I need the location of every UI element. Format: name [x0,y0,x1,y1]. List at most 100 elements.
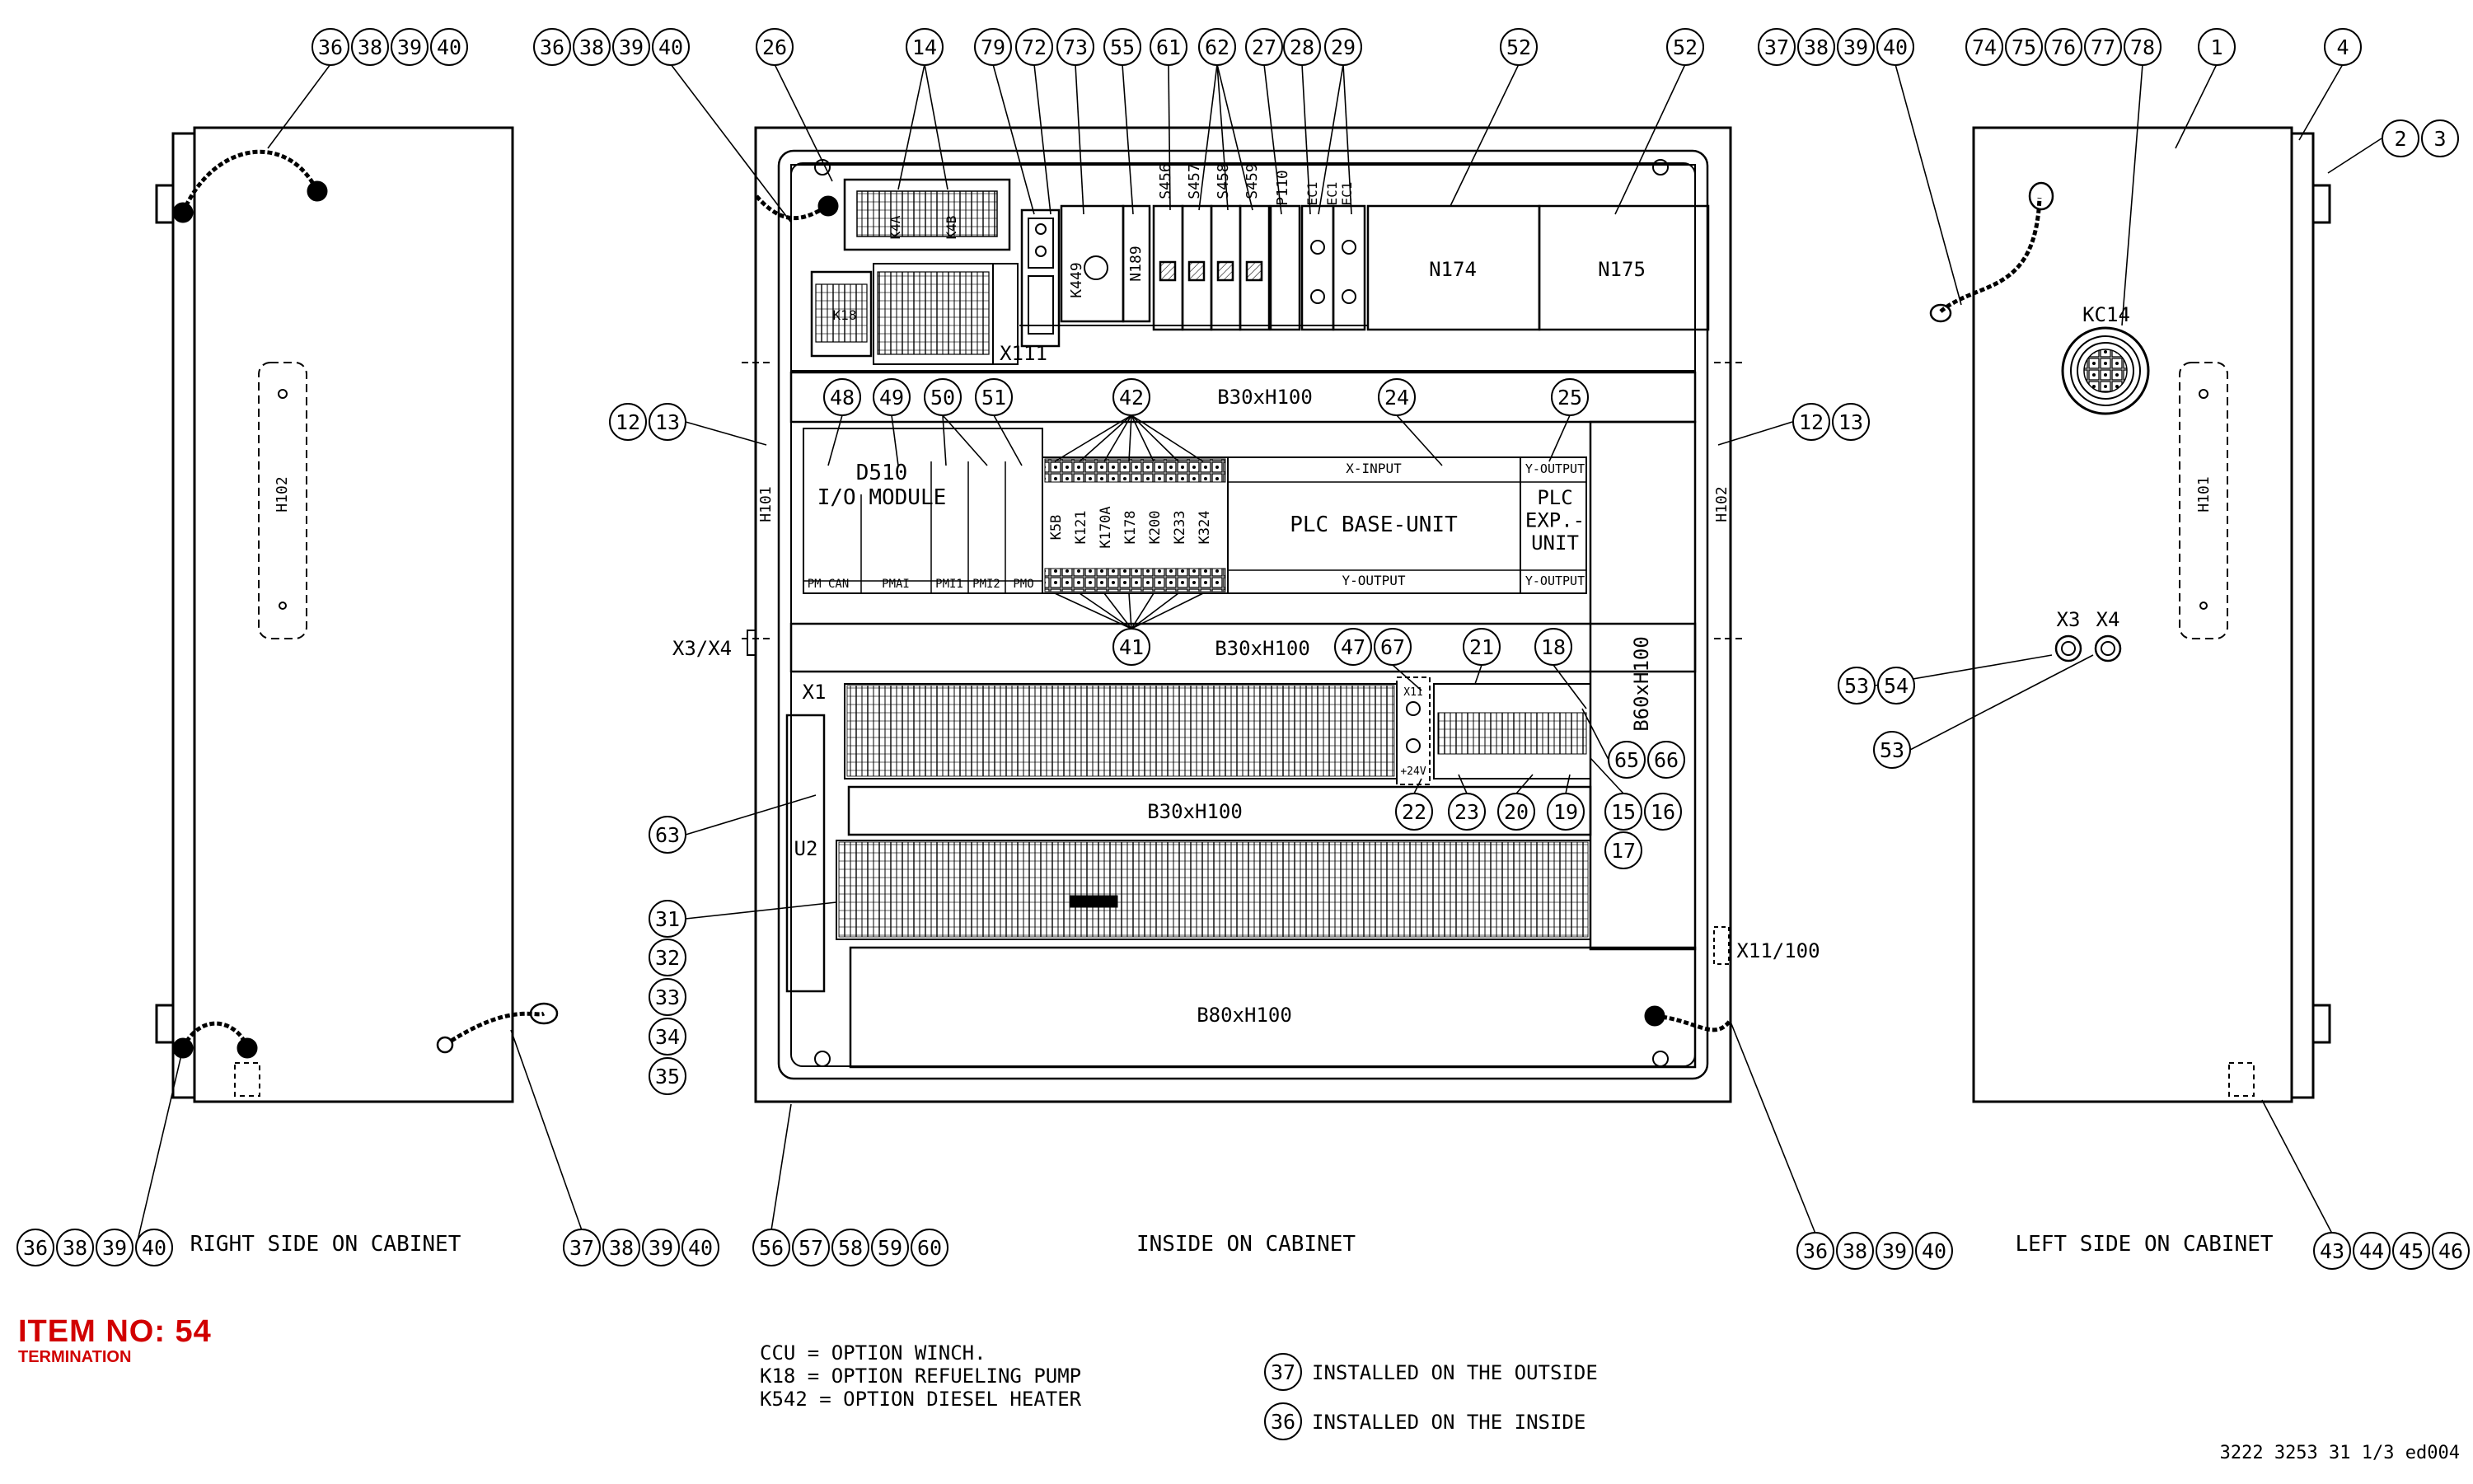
balloon-38: 38 [1797,28,1835,66]
plc-exp-unit [1520,456,1587,594]
left-side-panel [1972,126,2293,1103]
label-x1: X1 [803,681,827,704]
contactor-k18 [810,270,873,358]
balloon-number: 36 [1803,1239,1828,1263]
right-side-hinge-bottom [155,1004,175,1044]
balloon-number: 39 [1882,1239,1907,1263]
balloon-27: 27 [1245,28,1283,66]
balloon-29: 29 [1324,28,1362,66]
label-relay-k121: K121 [1073,511,1089,545]
label-k4b: K4B [944,216,959,240]
balloon-number: 66 [1654,748,1679,772]
label-relay-k178: K178 [1122,511,1139,545]
balloon-number: 3 [2433,127,2446,151]
balloon-number: 53 [1880,738,1904,762]
balloon-52: 52 [1666,28,1704,66]
balloon-73: 73 [1056,28,1094,66]
label-x11-100: X11/100 [1736,939,1820,962]
balloon-72: 72 [1015,28,1053,66]
balloon-39: 39 [612,28,650,66]
kc14-connector [2061,326,2150,415]
balloon-13: 13 [649,403,686,441]
balloon-number: 51 [981,386,1006,410]
label-y-output-exp-bottom: Y-OUTPUT [1525,573,1585,588]
item-number: ITEM NO: 54 TERMINATION [18,1315,212,1366]
left-side-view [1929,126,2331,1103]
label-h101-inside: H101 [757,486,775,522]
note-line: K542 = OPTION DIESEL HEATER [760,1388,1082,1411]
balloon-number: 1 [2210,35,2222,59]
balloon-17: 17 [1604,831,1642,869]
label-y-output: Y-OUTPUT [1342,573,1405,588]
balloon-39: 39 [1837,28,1875,66]
label-s456: S456 [1157,163,1174,199]
balloon-number: 39 [397,35,422,59]
left-side-door-edge [2290,132,2315,1099]
balloon-number: 40 [688,1236,713,1260]
duct-label-bottom: B80xH100 [1197,1004,1292,1027]
balloon-number: 23 [1454,800,1479,824]
balloon-number: 12 [1799,410,1824,434]
legend-text: INSTALLED ON THE OUTSIDE [1312,1361,1598,1384]
balloon-number: 79 [981,35,1005,59]
balloon-76: 76 [2044,28,2082,66]
balloon-22: 22 [1395,793,1433,831]
balloon-number: 34 [655,1025,680,1049]
balloon-45: 45 [2392,1232,2430,1270]
balloon-number: 60 [917,1236,942,1260]
label-p110: P110 [1274,170,1291,205]
balloon-number: 4 [2336,35,2349,59]
balloon-40: 40 [135,1229,173,1266]
balloon-number: 52 [1673,35,1698,59]
label-relay-k5b: K5B [1048,515,1065,541]
u2-module [785,714,826,993]
balloon-number: 27 [1252,35,1276,59]
balloon-number: 40 [1922,1239,1946,1263]
balloon-number: 76 [2051,35,2076,59]
balloon-number: 28 [1290,35,1314,59]
balloon-number: 39 [619,35,644,59]
item-number-title: ITEM NO: 54 [18,1314,212,1349]
view-title-right-side: RIGHT SIDE ON CABINET [190,1232,461,1257]
balloon-number: 26 [762,35,787,59]
balloon-number: 53 [1844,674,1869,698]
balloon-number: 45 [2399,1239,2424,1263]
label-ec1-c: EC1 [1339,182,1355,206]
legend-number: 37 [1271,1360,1295,1384]
balloon-number: 38 [358,35,382,59]
balloon-number: 38 [63,1236,87,1260]
balloon-number: 49 [879,386,904,410]
label-pm-can: PM CAN [808,578,850,591]
label-kc14: KC14 [2082,303,2130,326]
contactor-k4 [843,178,1011,251]
duct-label-lower: B30xH100 [1147,800,1243,823]
balloon-number: 56 [759,1236,784,1260]
duct-label-vertical: B60xH100 [1630,636,1653,732]
x11-fuse-block [1396,676,1431,785]
module-n189 [1122,204,1151,323]
fuse-terminals [1433,683,1591,779]
balloon-60: 60 [911,1229,948,1266]
balloon-56: 56 [752,1229,790,1266]
label-relay-k200: K200 [1147,511,1164,545]
label-u2: U2 [794,837,818,860]
balloon-number: 38 [1843,1239,1867,1263]
balloon-34: 34 [649,1018,686,1056]
balloon-number: 37 [1764,35,1789,59]
label-pmai: PMAI [882,578,910,591]
balloon-38: 38 [1836,1232,1874,1270]
balloon-12: 12 [1792,403,1830,441]
balloon-number: 78 [2130,35,2155,59]
balloon-number: 72 [1022,35,1047,59]
balloon-36: 36 [1796,1232,1834,1270]
balloon-number: 15 [1611,800,1636,824]
balloon-number: 25 [1557,386,1582,410]
balloon-62: 62 [1198,28,1236,66]
balloon-number: 67 [1380,635,1405,659]
balloon-number: 41 [1119,635,1144,659]
balloon-38: 38 [56,1229,94,1266]
cabinet-outer [754,126,1732,1103]
balloon-41: 41 [1112,628,1150,666]
